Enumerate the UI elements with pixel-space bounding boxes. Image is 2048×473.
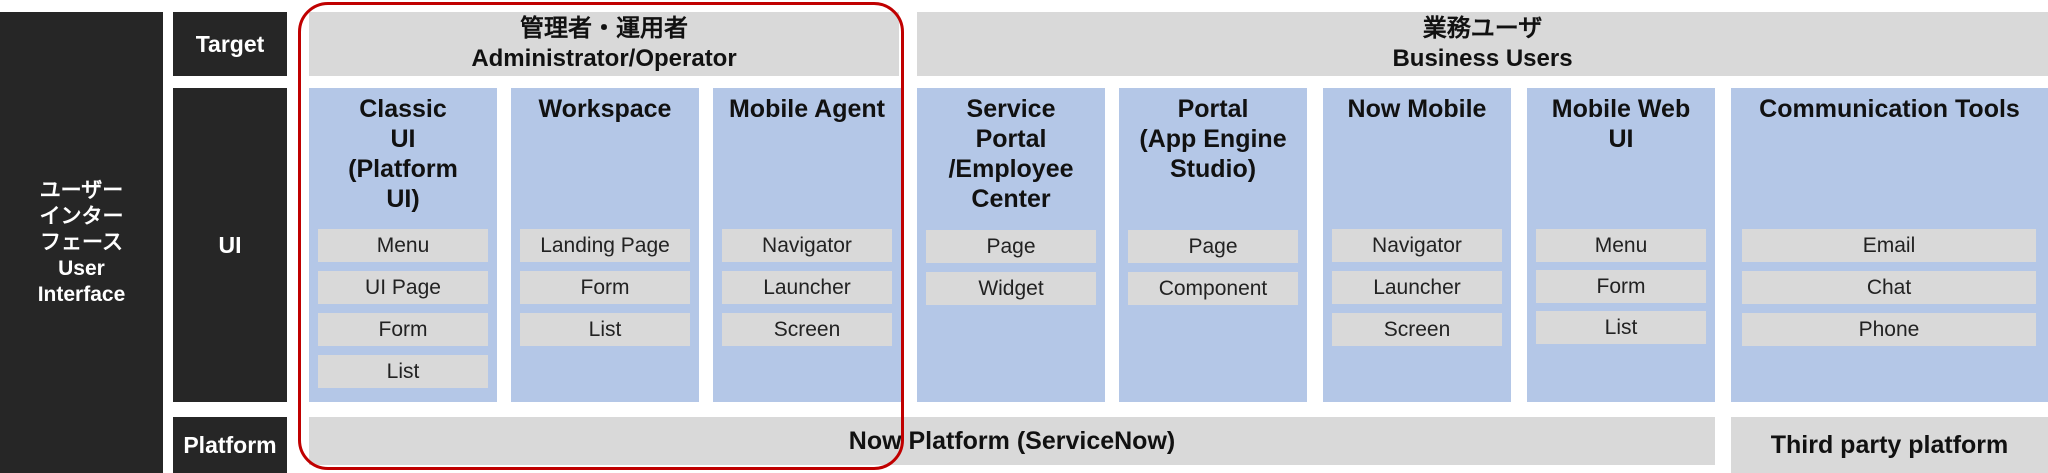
user-interface-label: ユーザー インター フェース User Interface [0, 12, 163, 473]
column-title-line: Classic [359, 95, 447, 123]
column-title-line: Now Mobile [1347, 95, 1487, 123]
ui-column-communication-tools: Communication Tools Email Chat Phone [1731, 88, 2048, 402]
row-label-target: Target [173, 12, 287, 76]
component-item: Landing Page [520, 229, 690, 262]
left-label-line: ユーザー [39, 178, 124, 202]
column-title-line: UI) [386, 185, 420, 213]
component-item: List [1536, 311, 1706, 344]
component-item: Chat [1742, 271, 2036, 304]
column-title-line: Portal [975, 125, 1047, 153]
column-title: Mobile Agent [713, 94, 901, 124]
component-item: Menu [1536, 229, 1706, 262]
component-item: Launcher [722, 271, 892, 304]
column-title-line: Mobile Web [1551, 95, 1691, 123]
column-title-line: Workspace [538, 95, 672, 123]
ui-column-mobile-web-ui: Mobile Web UI Menu Form List [1527, 88, 1715, 402]
column-title: Communication Tools [1731, 94, 2048, 124]
component-item: Launcher [1332, 271, 1502, 304]
column-title-line: UI [390, 125, 416, 153]
ui-column-workspace: Workspace Landing Page Form List [511, 88, 699, 402]
column-title-line: (App Engine [1139, 125, 1287, 153]
target-admin-jp: 管理者・運用者 [520, 15, 688, 42]
target-business-jp: 業務ユーザ [1422, 15, 1543, 42]
component-item: Screen [722, 313, 892, 346]
column-title: Classic UI (Platform UI) [309, 94, 497, 214]
component-item: Component [1128, 272, 1298, 305]
ui-column-portal-app-engine: Portal (App Engine Studio) Page Componen… [1119, 88, 1307, 402]
column-title: Workspace [511, 94, 699, 124]
component-item: Screen [1332, 313, 1502, 346]
component-item: Navigator [722, 229, 892, 262]
column-title-line: Communication Tools [1759, 95, 2020, 123]
component-item: Widget [926, 272, 1096, 305]
column-title-line: Mobile Agent [728, 95, 885, 123]
ui-column-now-mobile: Now Mobile Navigator Launcher Screen [1323, 88, 1511, 402]
column-title: Now Mobile [1323, 94, 1511, 124]
column-title-line: /Employee [948, 155, 1074, 183]
target-business-en: Business Users [1392, 45, 1573, 72]
component-item: Navigator [1332, 229, 1502, 262]
target-admin-en: Administrator/Operator [471, 45, 737, 72]
component-item: UI Page [318, 271, 488, 304]
component-item: Form [1536, 270, 1706, 303]
column-title-line: Portal [1177, 95, 1249, 123]
platform-now: Now Platform (ServiceNow) [309, 417, 1715, 465]
column-title: Service Portal /Employee Center [917, 94, 1105, 214]
component-item: Email [1742, 229, 2036, 262]
component-item: List [318, 355, 488, 388]
component-item: Page [1128, 230, 1298, 263]
column-title-line: (Platform [348, 155, 458, 183]
target-business: 業務ユーザ Business Users [917, 12, 2048, 76]
row-label-platform: Platform [173, 417, 287, 473]
ui-column-service-portal: Service Portal /Employee Center Page Wid… [917, 88, 1105, 402]
admin-highlight-outline [298, 2, 904, 470]
column-title-line: Center [971, 185, 1051, 213]
component-item: Form [520, 271, 690, 304]
ui-column-mobile-agent: Mobile Agent Navigator Launcher Screen [713, 88, 901, 402]
column-title: Portal (App Engine Studio) [1119, 94, 1307, 184]
left-label-line: User [58, 256, 105, 280]
component-item: Phone [1742, 313, 2036, 346]
column-title: Mobile Web UI [1527, 94, 1715, 154]
platform-third-party: Third party platform [1731, 417, 2048, 473]
row-label-ui: UI [173, 88, 287, 402]
left-label-line: フェース [40, 230, 123, 254]
target-admin: 管理者・運用者 Administrator/Operator [309, 12, 899, 76]
component-item: Menu [318, 229, 488, 262]
column-title-line: Service [966, 95, 1056, 123]
component-item: List [520, 313, 690, 346]
column-title-line: UI [1608, 125, 1634, 153]
component-item: Page [926, 230, 1096, 263]
column-title-line: Studio) [1169, 155, 1257, 183]
ui-column-classic-ui: Classic UI (Platform UI) Menu UI Page Fo… [309, 88, 497, 402]
left-label-line: インター [39, 204, 124, 228]
component-item: Form [318, 313, 488, 346]
left-label-line: Interface [37, 282, 126, 306]
